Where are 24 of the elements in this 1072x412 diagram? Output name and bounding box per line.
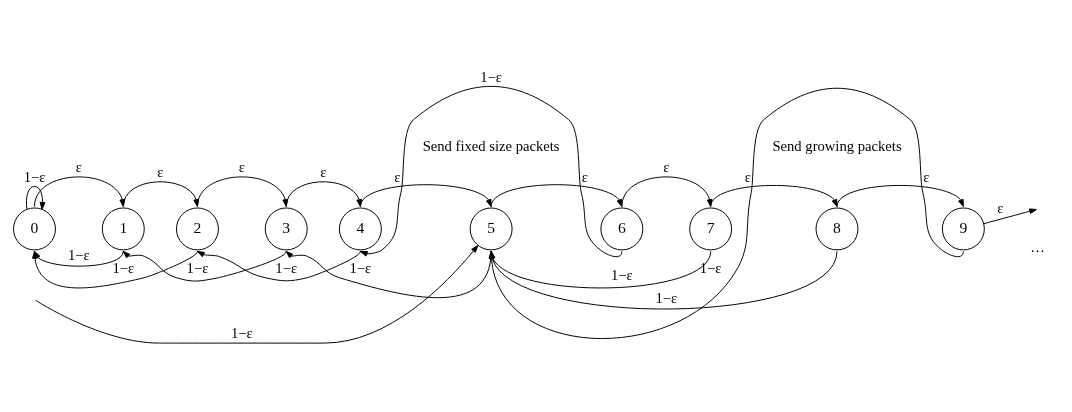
edge-label: ε bbox=[157, 163, 164, 180]
edge-label: 1−ε bbox=[275, 259, 298, 276]
edge-label: ε bbox=[581, 168, 588, 185]
label: … bbox=[1030, 238, 1045, 255]
edge-label: ε bbox=[923, 168, 930, 185]
edge-label: 1−ε bbox=[699, 259, 722, 276]
edge-label: 1−ε bbox=[349, 259, 372, 276]
label: Send fixed size packets bbox=[422, 137, 560, 154]
edge-label: 1−ε bbox=[611, 266, 633, 283]
edge-label: 1−ε bbox=[230, 324, 253, 341]
edge-label: ε bbox=[394, 168, 401, 185]
label: Send growing packets bbox=[772, 137, 902, 154]
edge-label: 1−ε bbox=[186, 259, 209, 276]
edge-label: ε bbox=[997, 199, 1004, 216]
edge-label: ε bbox=[744, 168, 751, 185]
edge-label: 1−ε bbox=[68, 246, 90, 263]
edge-label: ε bbox=[320, 163, 327, 180]
edge-label: ε bbox=[238, 158, 245, 175]
edge-label: 1−ε bbox=[112, 259, 135, 276]
edge-label: ε bbox=[75, 158, 82, 175]
edge-label: 1−ε bbox=[655, 289, 678, 306]
edge-label: 1−ε bbox=[23, 168, 46, 185]
edge-label: 1−ε bbox=[480, 68, 502, 85]
edge-label: ε bbox=[663, 158, 670, 175]
